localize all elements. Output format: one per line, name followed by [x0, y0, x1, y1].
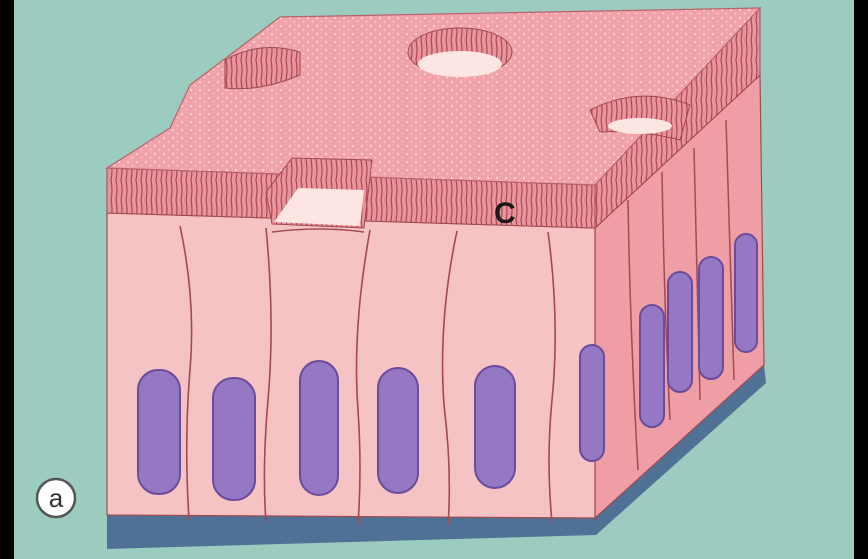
nucleus — [213, 378, 255, 500]
panel-label: a — [49, 483, 64, 513]
nucleus — [699, 257, 723, 379]
nucleus — [668, 272, 692, 392]
nucleus — [378, 368, 418, 493]
nucleus — [580, 345, 604, 461]
surface-pit-top — [408, 28, 512, 77]
nucleus — [475, 366, 515, 488]
structure-label: C — [494, 197, 516, 230]
nucleus — [735, 234, 757, 352]
nucleus — [300, 361, 338, 495]
nucleus — [640, 305, 664, 427]
nucleus — [138, 370, 180, 494]
